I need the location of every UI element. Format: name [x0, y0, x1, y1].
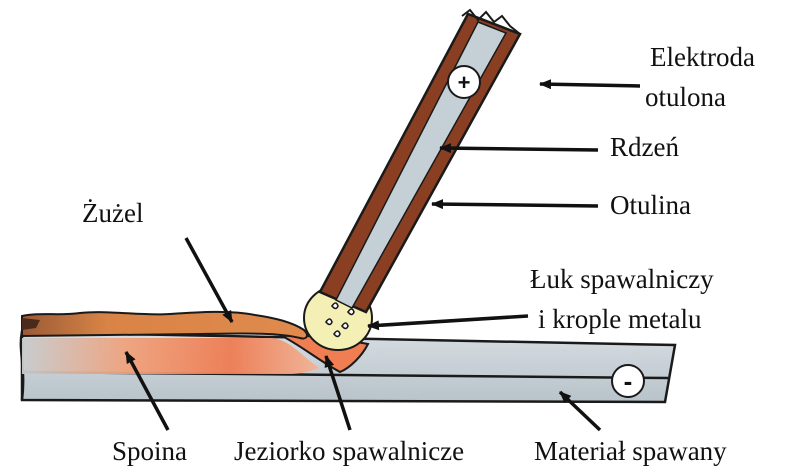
arrow-coating [431, 199, 599, 210]
label-core: Rdzeń [610, 132, 679, 162]
arrow-weld [124, 351, 170, 431]
label-electrode-line1: Elektroda [650, 42, 755, 72]
leader-arrows [124, 79, 641, 432]
arrow-core [439, 143, 599, 154]
weld-bead [22, 338, 320, 374]
label-electrode-line2: otulona [645, 82, 726, 112]
arrow-arc [367, 314, 529, 331]
arrow-electrode [539, 79, 641, 90]
negative-symbol: - [624, 366, 633, 396]
label-slag: Żużel [82, 198, 143, 228]
arrow-pool [324, 355, 352, 431]
label-arc-line2: i krople metalu [538, 304, 702, 334]
arrow-slag [184, 237, 234, 323]
slag-layer [21, 310, 308, 340]
label-coating: Otulina [610, 190, 691, 220]
positive-symbol: + [458, 70, 471, 95]
positive-terminal: + [447, 65, 481, 99]
label-base-material: Materiał spawany [534, 436, 727, 466]
label-pool: Jeziorko spawalnicze [234, 436, 464, 466]
arrow-material [558, 390, 602, 432]
negative-terminal: - [611, 364, 645, 398]
label-arc-line1: Łuk spawalniczy [530, 264, 714, 294]
electrode [318, 8, 522, 314]
label-weld: Spoina [112, 436, 187, 466]
